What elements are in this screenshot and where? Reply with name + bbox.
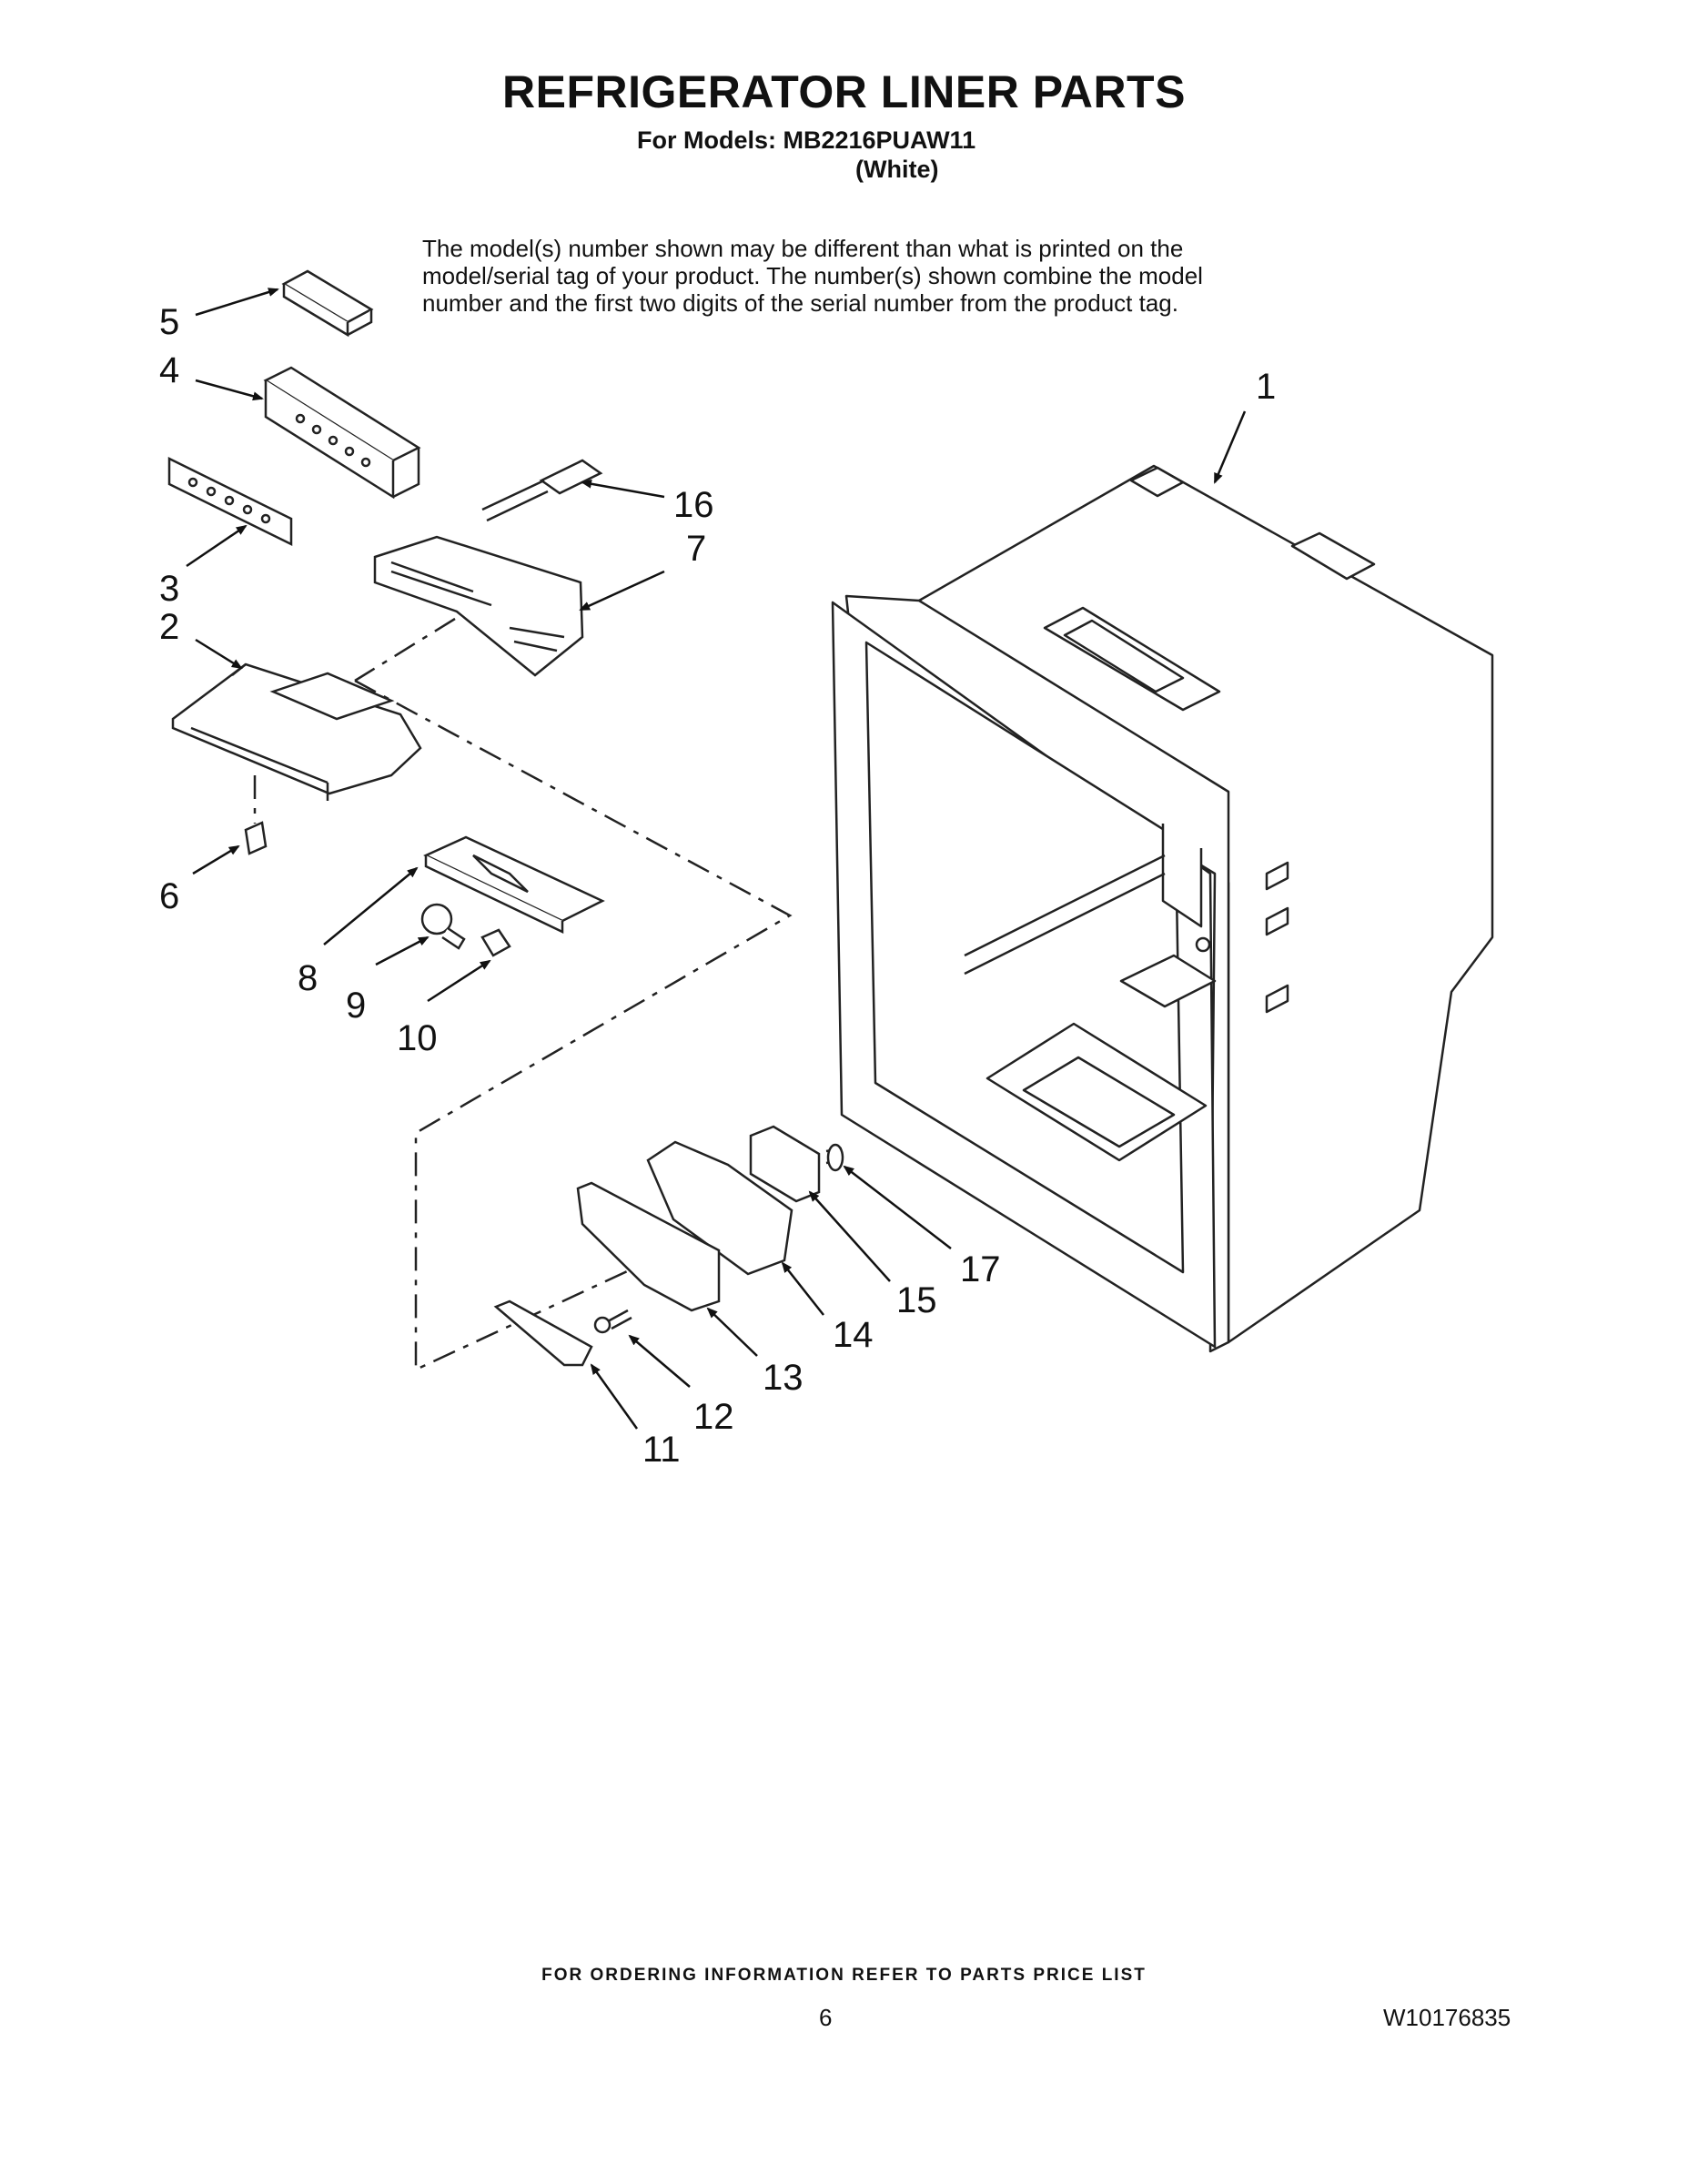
callout-10: 10: [397, 1018, 438, 1058]
callout-17: 17: [960, 1249, 1001, 1289]
callout-13: 13: [763, 1358, 804, 1398]
page-title: REFRIGERATOR LINER PARTS: [502, 66, 1186, 117]
callout-1: 1: [1256, 367, 1276, 407]
part-2-control-housing: [171, 662, 422, 801]
model-info: For Models: MB2216PUAW11 (White): [637, 126, 975, 184]
part-12-screw: [593, 1309, 632, 1334]
part-7-grille: [373, 535, 584, 677]
part-11-trim: [493, 1299, 593, 1367]
assembly-dashed-outline: [253, 617, 793, 1371]
callout-5: 5: [159, 302, 179, 342]
callout-9: 9: [346, 986, 366, 1026]
callout-numbers: 5 4 3 2 6 8 9 10 1 16 7 17 15 14 13 12 1…: [159, 302, 1276, 1470]
part-9-bulb: [420, 903, 466, 950]
part-8-lamp-housing: [423, 835, 605, 934]
note-line-3: number and the first two digits of the s…: [422, 289, 1178, 317]
models-line: For Models: MB2216PUAW11: [637, 126, 976, 154]
callout-7: 7: [686, 529, 706, 569]
callout-12: 12: [693, 1397, 734, 1437]
page-number: 6: [819, 2004, 833, 2031]
callout-15: 15: [896, 1280, 937, 1320]
liner-tub-part: [831, 464, 1494, 1353]
note-line-2: model/serial tag of your product. The nu…: [422, 262, 1203, 289]
part-14-bracket: [646, 1140, 793, 1276]
part-5-cover: [281, 269, 374, 338]
callout-8: 8: [298, 958, 318, 998]
part-4-housing: [263, 366, 421, 500]
model-color: (White): [855, 156, 939, 183]
callout-2: 2: [159, 607, 179, 647]
part-10-socket: [480, 928, 511, 957]
callout-6: 6: [159, 876, 179, 916]
part-16-sensor: [481, 459, 603, 522]
part-13-cover: [576, 1181, 721, 1312]
document-number: W10176835: [1383, 2004, 1511, 2031]
leader-lines: [186, 288, 1247, 1430]
callout-11: 11: [642, 1430, 681, 1470]
callout-4: 4: [159, 350, 179, 390]
part-17-screw: [825, 1143, 844, 1172]
part-3-overlay: [167, 456, 293, 547]
model-number-note: The model(s) number shown may be differe…: [422, 235, 1296, 317]
note-line-1: The model(s) number shown may be differe…: [422, 235, 1184, 262]
callout-3: 3: [159, 569, 179, 609]
callout-14: 14: [833, 1315, 874, 1355]
ordering-note: FOR ORDERING INFORMATION REFER TO PARTS …: [541, 1966, 1147, 1985]
callout-16: 16: [673, 485, 714, 525]
part-6-clip: [244, 821, 268, 855]
